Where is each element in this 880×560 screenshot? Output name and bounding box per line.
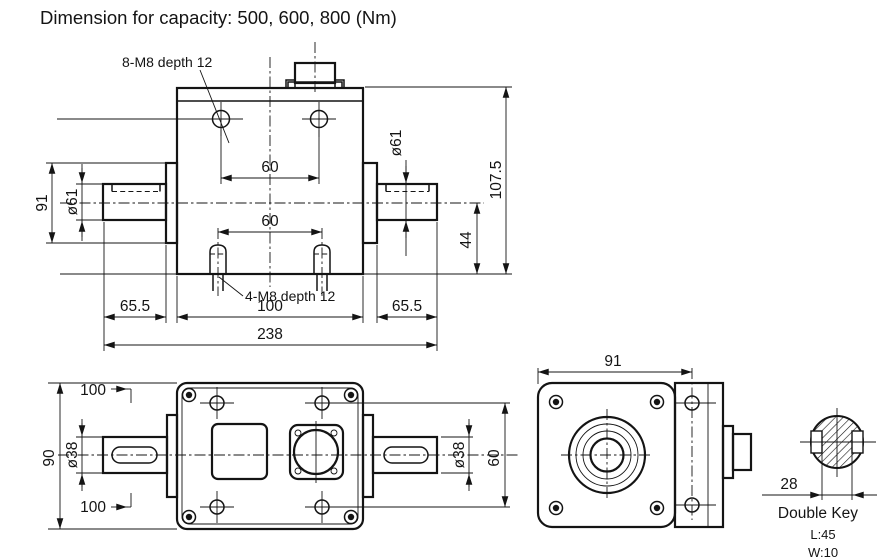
front-view: 90 100 100 ø38 xyxy=(41,381,520,531)
side-view-shaft-stub xyxy=(721,424,753,480)
dim-o61-left: ø61 xyxy=(64,189,81,216)
key-detail-label: Double Key xyxy=(778,505,858,522)
front-view-left-shaft xyxy=(101,413,179,499)
dim-front-hole-vertical: 60 xyxy=(339,402,510,508)
dim-top-hole-spacing: 60 xyxy=(220,130,320,184)
dim-side-flange-width: 91 xyxy=(537,353,692,384)
left-shaft-top-view xyxy=(101,161,179,245)
dim-front-height: 90 xyxy=(41,382,177,530)
right-shaft-top-view xyxy=(361,161,439,245)
front-view-right-shaft xyxy=(361,413,439,499)
dim-65-5-left: 65.5 xyxy=(120,298,150,315)
dim-100-bottom: 100 xyxy=(80,499,106,516)
side-view-mounting-holes xyxy=(676,368,716,520)
dim-28: 28 xyxy=(780,476,797,493)
dim-length-chain: 65.5 100 65.5 238 xyxy=(103,222,438,351)
dim-60-front: 60 xyxy=(486,449,503,467)
top-view: 8-M8 depth 12 4-M8 depth 12 60 60 91 xyxy=(34,42,512,351)
dim-o38-left: ø38 xyxy=(64,442,81,469)
dim-overall-height: 107.5 xyxy=(365,86,512,274)
dim-60-bottom: 60 xyxy=(261,213,279,230)
dim-bottom-stud-spacing: 60 xyxy=(218,213,322,236)
dim-o38-right: ø38 xyxy=(451,442,468,469)
dim-91-side: 91 xyxy=(604,353,621,370)
thread-label-8m8: 8-M8 depth 12 xyxy=(122,54,230,144)
dim-107-5: 107.5 xyxy=(488,161,505,200)
drawing-title: Dimension for capacity: 500, 600, 800 (N… xyxy=(40,7,397,28)
dim-238: 238 xyxy=(257,326,283,343)
side-view-corner-screws xyxy=(548,394,665,516)
dim-center-to-base: 44 xyxy=(458,203,481,274)
front-panel-window xyxy=(210,422,269,481)
dim-shaft-dia-left: ø61 xyxy=(64,164,103,241)
key-detail: 28 Double Key L:45 W:10 xyxy=(762,408,877,560)
key-length-label: L:45 xyxy=(810,527,835,542)
label-4m8: 4-M8 depth 12 xyxy=(245,288,335,304)
front-view-mounting-holes xyxy=(200,387,339,523)
dim-front-hole-spacing-bottom: 100 xyxy=(80,493,132,516)
mounting-holes-top-view xyxy=(211,102,336,137)
thread-label-4m8: 4-M8 depth 12 xyxy=(218,276,335,304)
dim-90: 90 xyxy=(41,449,58,467)
front-view-connector xyxy=(288,421,345,483)
connector-top-view xyxy=(285,61,345,89)
dim-front-hole-spacing-top: 100 xyxy=(80,382,132,403)
dim-key-across-flats: 28 xyxy=(762,453,877,500)
dim-front-shaft-dia-right: ø38 xyxy=(441,419,473,491)
dim-60-top: 60 xyxy=(261,159,279,176)
side-view: 91 xyxy=(536,353,753,529)
key-width-label: W:10 xyxy=(808,545,838,560)
front-view-corner-screws xyxy=(181,387,359,525)
label-8m8: 8-M8 depth 12 xyxy=(122,54,212,70)
dim-91: 91 xyxy=(34,194,51,211)
dim-44: 44 xyxy=(458,231,475,249)
dim-shaft-dia-right: ø61 xyxy=(388,130,410,256)
dim-100-top: 100 xyxy=(80,382,106,399)
side-view-shaft-end xyxy=(561,409,653,501)
dim-front-shaft-dia-left: ø38 xyxy=(64,419,103,491)
dim-flange-diameter: 91 xyxy=(34,162,166,244)
dim-65-5-right: 65.5 xyxy=(392,298,422,315)
top-view-centerlines xyxy=(57,42,512,287)
mounting-studs-top-view xyxy=(209,228,331,296)
dim-100-body: 100 xyxy=(257,298,283,315)
dim-o61-right: ø61 xyxy=(388,130,405,157)
